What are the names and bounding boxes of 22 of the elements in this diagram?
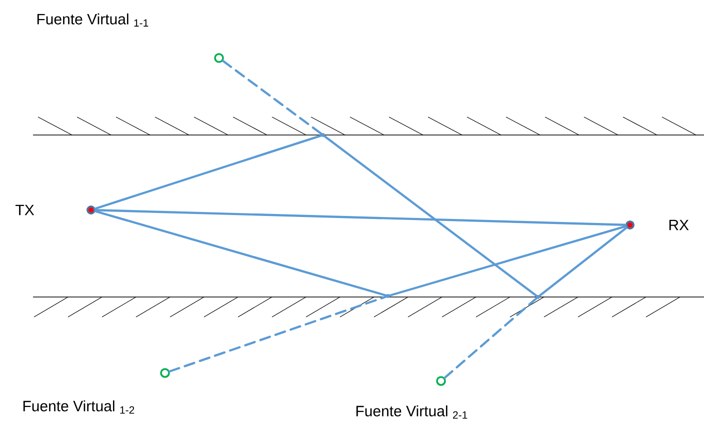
source-label: Fuente Virtual $_{1-1}$ — [37, 13, 148, 27]
source-circle — [160, 368, 170, 378]
path-line — [538, 226, 628, 297]
source-circle — [214, 53, 224, 63]
path-line — [94, 209, 627, 226]
antenna-dot — [86, 206, 96, 214]
path-line — [444, 297, 538, 379]
node-label: Fuente Virtual $_{2-1}$ — [356, 405, 468, 419]
path-line — [94, 134, 322, 210]
node-label: TX — [16, 204, 34, 216]
path-line — [168, 296, 388, 372]
path-line — [94, 210, 387, 296]
node-label: RX — [669, 220, 689, 230]
antenna-dot — [626, 220, 634, 230]
path-line — [389, 225, 627, 296]
node-label: Fuente Virtual $_{1-2}$ — [23, 400, 134, 414]
source-circle — [436, 376, 446, 386]
reflection-point — [386, 294, 390, 298]
path-line — [324, 135, 538, 297]
path-line — [222, 60, 322, 135]
reflection-point — [536, 295, 540, 299]
reflection-point — [321, 133, 325, 137]
